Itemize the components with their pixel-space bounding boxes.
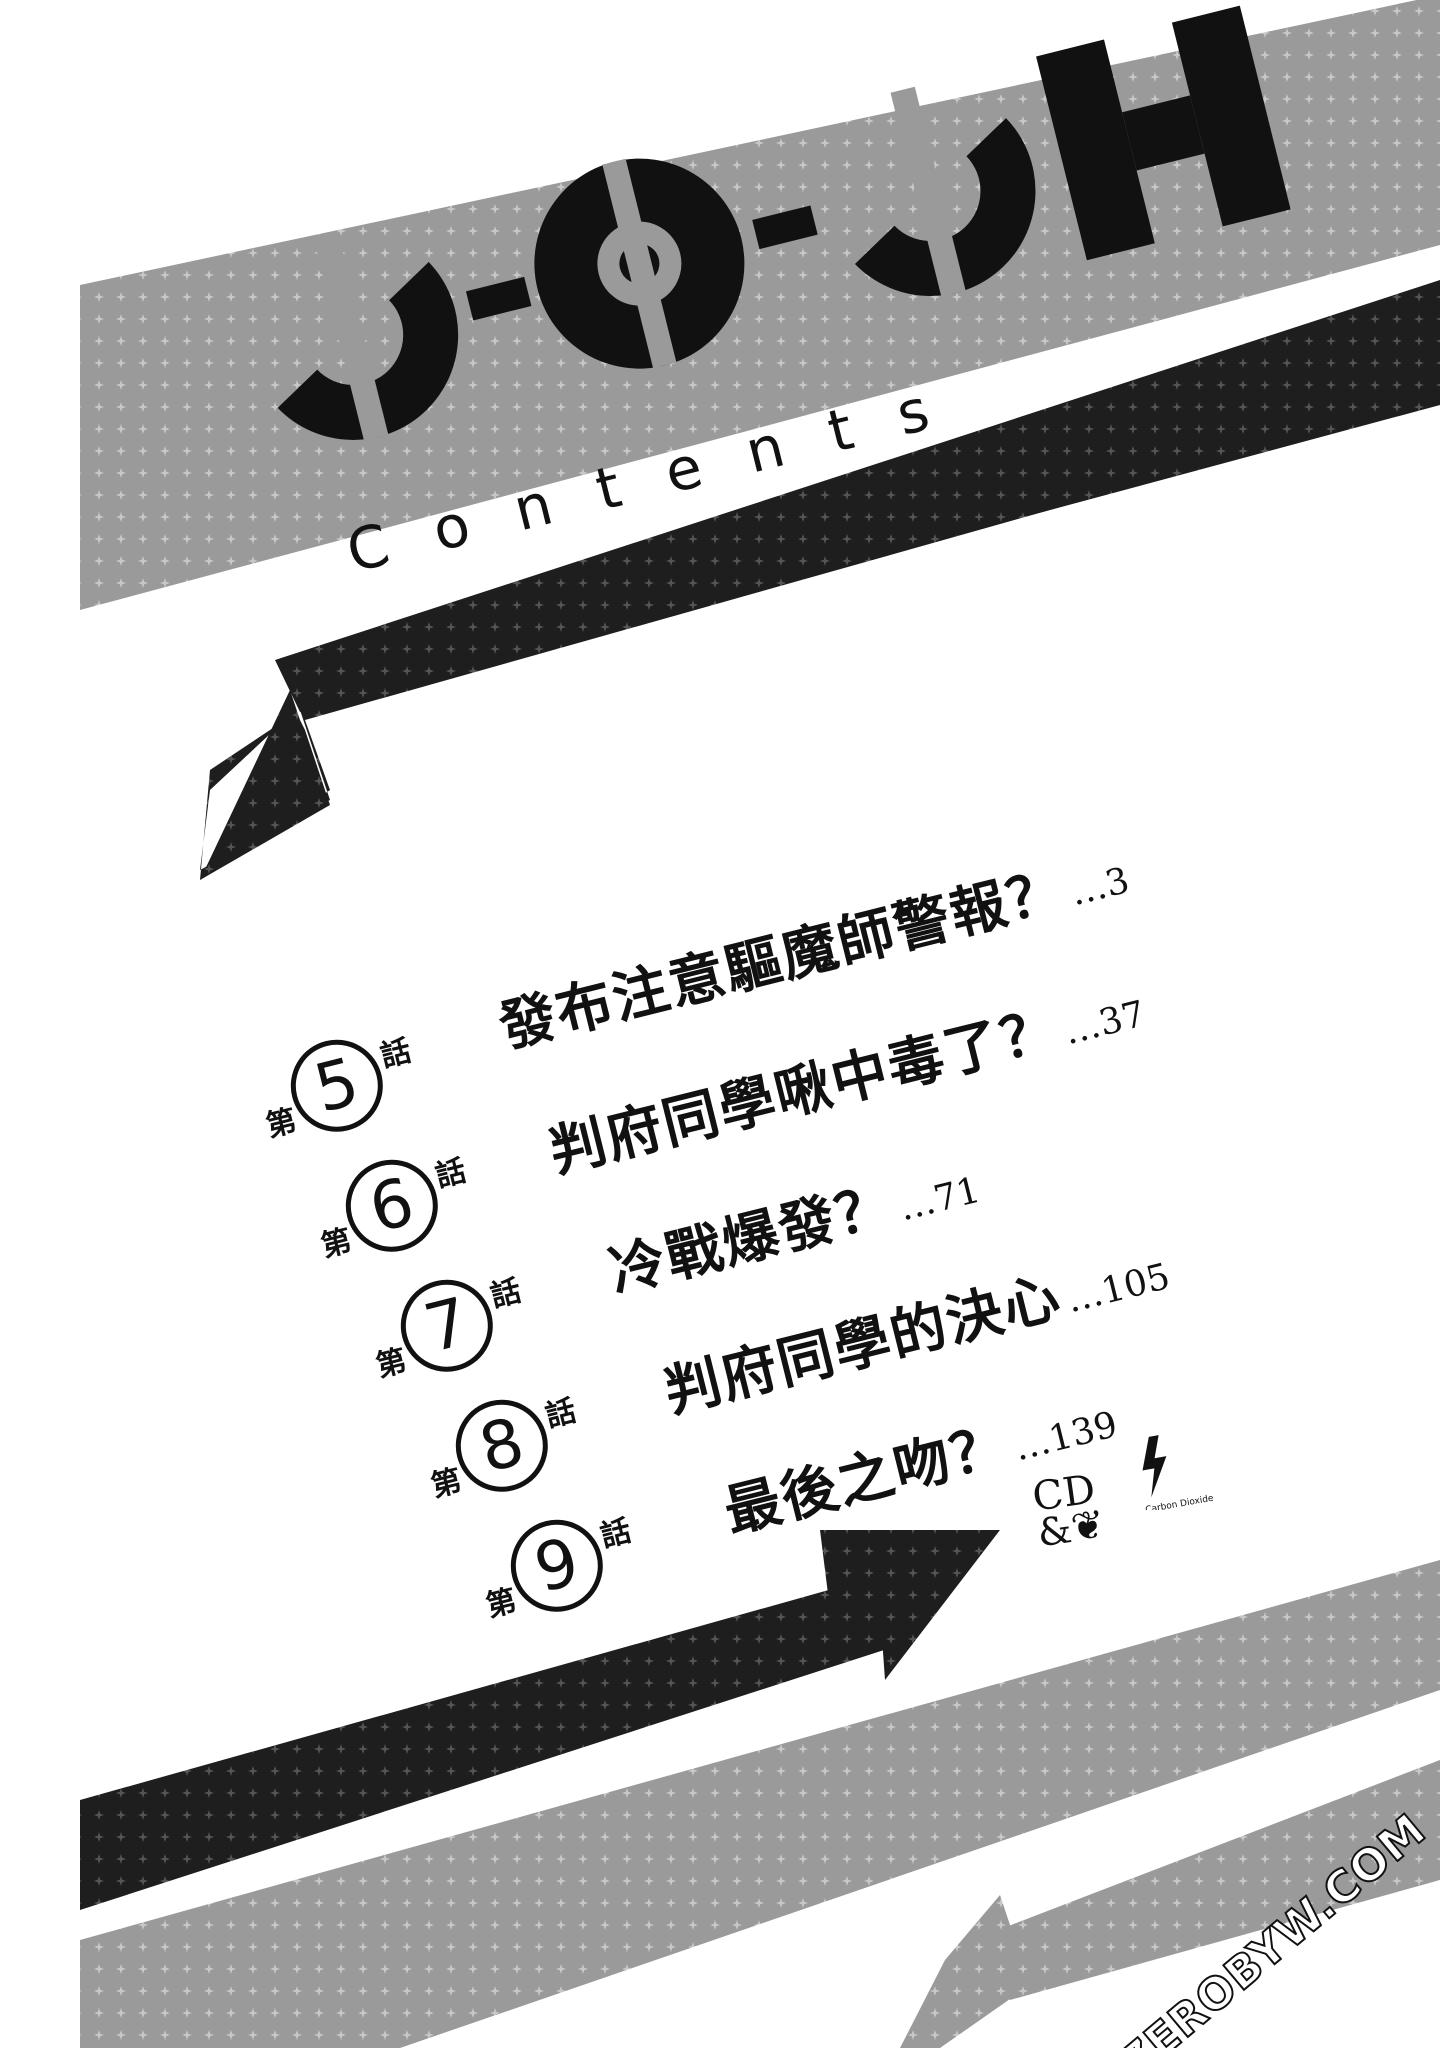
chapter-page-number: …37 [1060, 993, 1150, 1054]
logo-letter-c2 [854, 118, 1036, 297]
right-arrow-bottom-head [820, 1530, 1000, 1680]
logo-dash-2 [752, 205, 818, 250]
left-arrow-top-shaft [275, 280, 1440, 712]
right-arrow-bottom-shaft [80, 1570, 915, 1910]
logo-dash-1 [465, 276, 532, 321]
left-arrow-bottom-shaft [985, 1760, 1440, 2000]
left-arrow-bottom-head [900, 1895, 1030, 2048]
logo-letter-h [1036, 39, 1155, 261]
logo-letter-c1 [277, 262, 459, 440]
carbon-dioxide-label: Carbon Dioxide [1145, 1494, 1215, 1510]
chapter-page-number: …3 [1066, 860, 1134, 915]
left-arrow-top-head [200, 690, 330, 880]
logo-letter-c1-bar [313, 230, 389, 441]
chapter-page-number: …71 [894, 1169, 985, 1230]
leaf-icon: ❦ [1068, 1501, 1108, 1552]
bottom-gray-band [80, 1560, 1440, 2048]
series-logo [277, 5, 1291, 441]
carbon-dioxide-logo: Carbon Dioxide [1142, 1435, 1215, 1510]
publisher-cd-logo: CD &❦ [1030, 1466, 1108, 1555]
lightning-bolt-icon [1142, 1435, 1167, 1498]
